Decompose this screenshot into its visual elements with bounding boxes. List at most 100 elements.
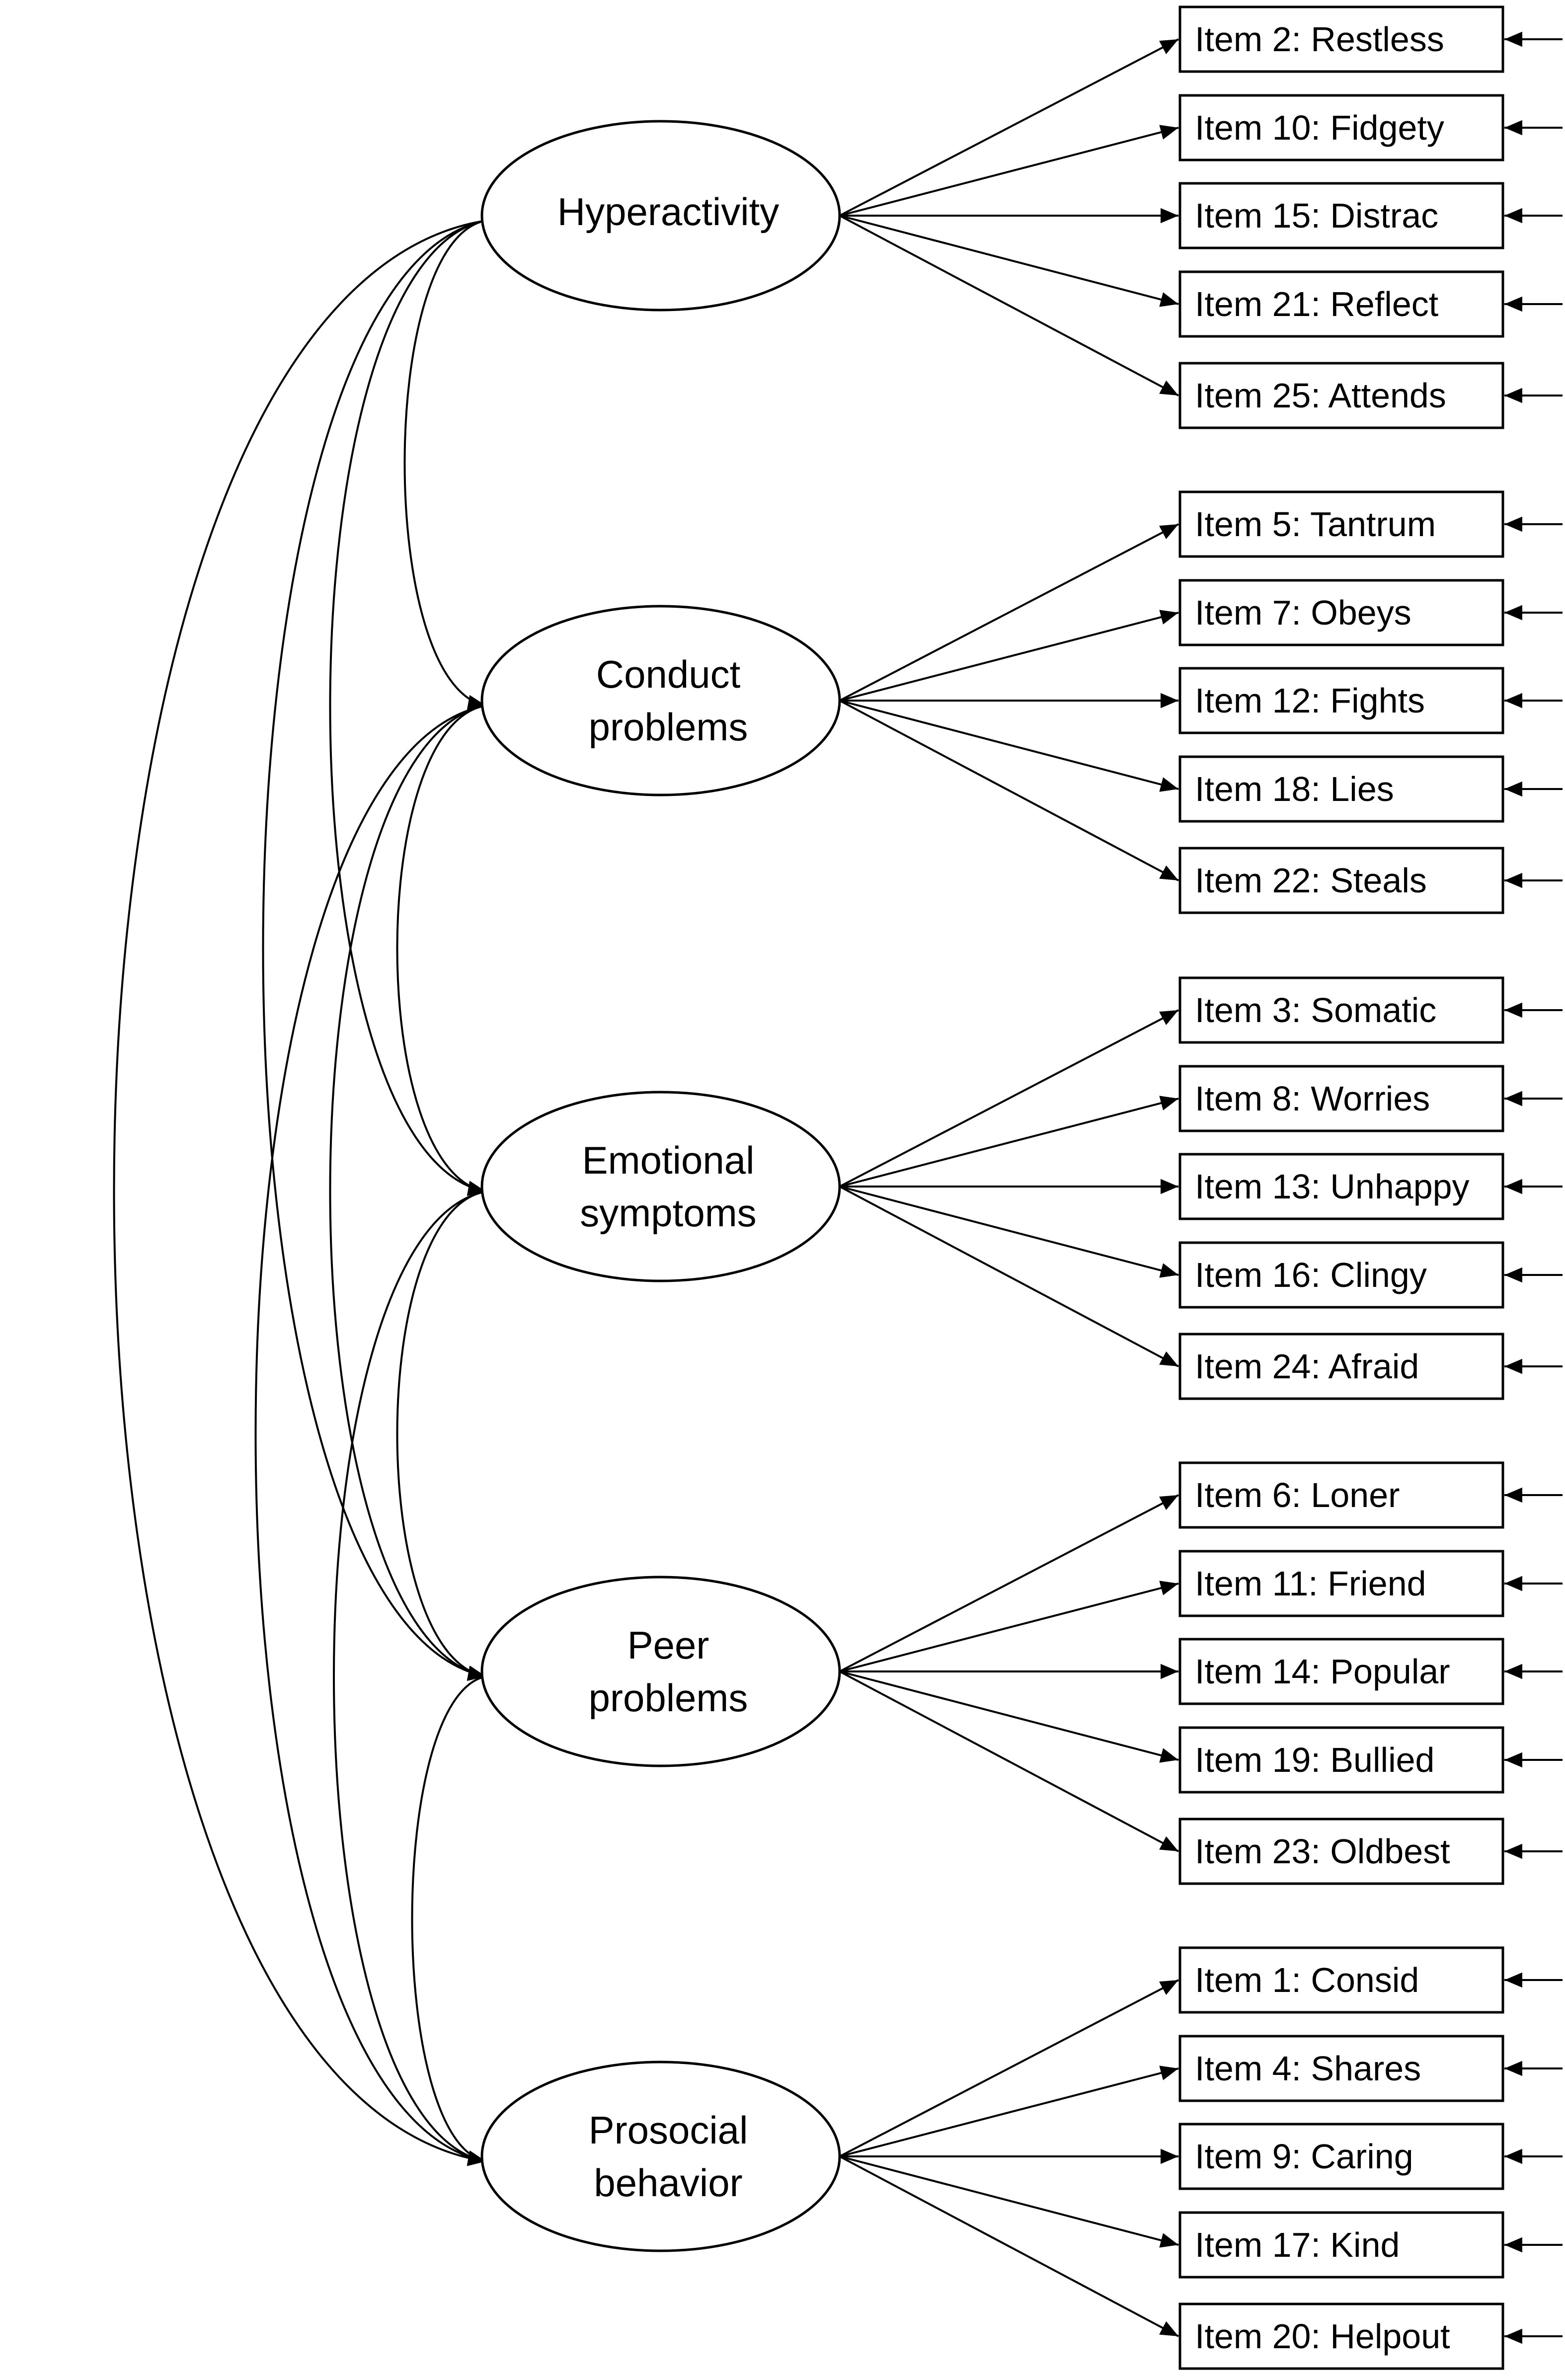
loading-hyper-0 — [839, 38, 1179, 217]
item-label: Item 13: Unhappy — [1195, 1167, 1470, 1206]
factor-hyper-ellipse — [480, 120, 841, 312]
covariance-conduct-prosocial — [254, 695, 505, 2166]
covariance-hyper-prosocial — [113, 210, 505, 2166]
item-box: Item 3: Somatic — [1178, 976, 1504, 1044]
item-box: Item 7: Obeys — [1178, 579, 1504, 646]
item-box: Item 20: Helpout — [1178, 2302, 1504, 2370]
item-box: Item 17: Kind — [1178, 2211, 1504, 2279]
item-box: Item 4: Shares — [1178, 2035, 1504, 2102]
error-terms — [1504, 31, 1563, 2344]
item-rect — [1178, 755, 1504, 823]
item-rect — [1178, 2302, 1504, 2370]
factor-hyper-label: Hyperactivity — [557, 190, 779, 234]
item-box: Item 23: Oldbest — [1178, 1818, 1504, 1885]
item-label: Item 18: Lies — [1195, 770, 1394, 808]
item-label: Item 14: Popular — [1195, 1652, 1450, 1691]
item-rect — [1178, 1241, 1504, 1309]
covariance-peer-prosocial — [411, 1665, 505, 2165]
item-label: Item 21: Reflect — [1195, 285, 1438, 323]
loading-emotional-3 — [839, 1186, 1179, 1278]
loading-hyper-3 — [839, 215, 1179, 307]
factor-conduct-ellipse — [480, 605, 841, 796]
factor-emotional-label: symptoms — [580, 1191, 756, 1235]
item-box: Item 9: Caring — [1178, 2123, 1504, 2190]
item-label: Item 12: Fights — [1195, 681, 1425, 720]
item-rect — [1178, 579, 1504, 646]
item-rect — [1178, 1333, 1504, 1400]
loading-prosocial-4 — [839, 2155, 1179, 2337]
item-rect — [1178, 1550, 1504, 1617]
factor-peer-ellipse — [480, 1576, 841, 1767]
item-box: Item 10: Fidgety — [1178, 94, 1504, 161]
item-box: Item 21: Reflect — [1178, 270, 1504, 338]
item-label: Item 24: Afraid — [1195, 1347, 1419, 1386]
loading-emotional-4 — [839, 1186, 1179, 1367]
item-rect — [1178, 2211, 1504, 2279]
item-label: Item 10: Fidgety — [1195, 108, 1444, 147]
factor-prosocial-label: Prosocial — [589, 2108, 748, 2152]
factor-prosocial-label: behavior — [594, 2161, 742, 2205]
item-rect — [1178, 490, 1504, 558]
loading-conduct-3 — [839, 700, 1179, 792]
factor-emotional-label: Emotional — [582, 1138, 755, 1182]
item-box: Item 14: Popular — [1178, 1638, 1504, 1705]
item-box: Item 18: Lies — [1178, 755, 1504, 823]
covariance-hyper-peer — [262, 210, 505, 1680]
item-rect — [1178, 1065, 1504, 1132]
factor-loadings — [839, 38, 1179, 2337]
item-rect — [1178, 94, 1504, 161]
item-label: Item 5: Tantrum — [1195, 505, 1436, 544]
item-box: Item 16: Clingy — [1178, 1241, 1504, 1309]
item-label: Item 2: Restless — [1195, 20, 1444, 59]
factor-conduct-label: problems — [589, 705, 748, 749]
item-rect — [1178, 270, 1504, 338]
item-box: Item 12: Fights — [1178, 667, 1504, 734]
loading-conduct-0 — [839, 523, 1179, 702]
item-label: Item 11: Friend — [1195, 1564, 1426, 1603]
item-rect — [1178, 1818, 1504, 1885]
loading-emotional-0 — [839, 1009, 1179, 1188]
factor-emotional-ellipse — [480, 1091, 841, 1282]
item-box: Item 24: Afraid — [1178, 1333, 1504, 1400]
covariance-hyper-emotional — [329, 210, 505, 1196]
covariance-arcs — [113, 210, 505, 2166]
item-rect — [1178, 976, 1504, 1044]
item-rect — [1178, 667, 1504, 734]
item-label: Item 17: Kind — [1195, 2225, 1400, 2264]
factor-prosocial: Prosocial behavior — [480, 2061, 841, 2252]
covariance-conduct-emotional — [396, 695, 505, 1196]
factor-peer-label: Peer — [627, 1623, 709, 1667]
loading-hyper-4 — [839, 215, 1179, 397]
loading-peer-3 — [839, 1670, 1179, 1763]
item-rect — [1178, 1726, 1504, 1794]
loading-prosocial-0 — [839, 1979, 1179, 2157]
item-rect — [1178, 1946, 1504, 2014]
factor-conduct-label: Conduct — [596, 652, 741, 696]
item-label: Item 23: Oldbest — [1195, 1832, 1450, 1871]
factor-prosocial-ellipse — [480, 2061, 841, 2252]
item-rect — [1178, 362, 1504, 429]
item-rect — [1178, 1153, 1504, 1220]
item-label: Item 16: Clingy — [1195, 1256, 1427, 1294]
item-label: Item 9: Caring — [1195, 2137, 1413, 2176]
item-box: Item 11: Friend — [1178, 1550, 1504, 1617]
item-box: Item 25: Attends — [1178, 362, 1504, 429]
loading-peer-0 — [839, 1494, 1179, 1672]
factor-hyper: Hyperactivity — [480, 120, 841, 312]
item-box: Item 1: Consid — [1178, 1946, 1504, 2014]
covariance-emotional-prosocial — [333, 1181, 505, 2166]
loading-peer-1 — [839, 1581, 1179, 1672]
item-box: Item 22: Steals — [1178, 847, 1504, 914]
item-box: Item 13: Unhappy — [1178, 1153, 1504, 1220]
item-label: Item 6: Loner — [1195, 1476, 1400, 1514]
loading-conduct-4 — [839, 700, 1179, 881]
item-label: Item 3: Somatic — [1195, 991, 1436, 1030]
item-label: Item 4: Shares — [1195, 2049, 1421, 2088]
item-rect — [1178, 847, 1504, 914]
covariance-emotional-peer — [396, 1181, 505, 1681]
item-rect — [1178, 2035, 1504, 2102]
